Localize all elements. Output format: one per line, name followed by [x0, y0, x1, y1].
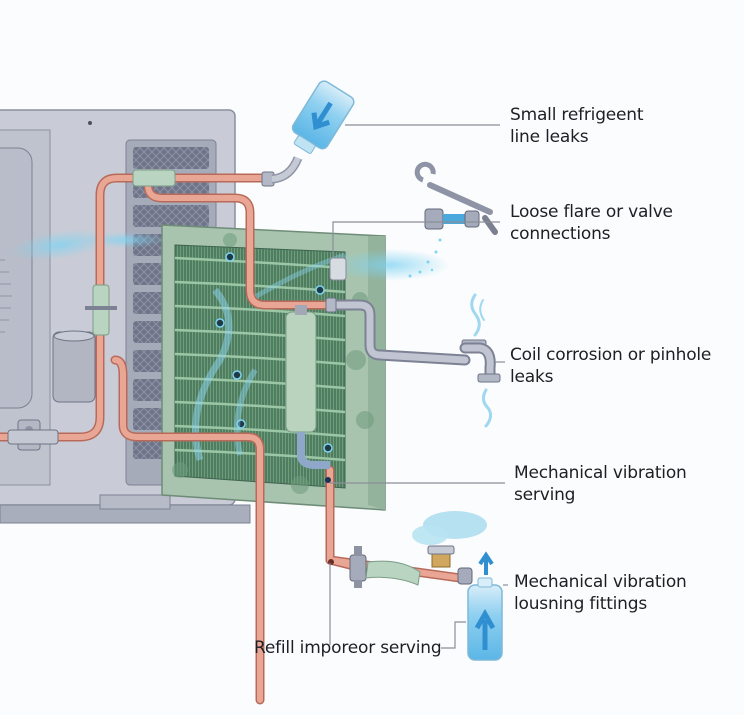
callout-mechanical-vibration-serving: Mechanical vibration serving — [514, 462, 687, 506]
callout-small-refrigerant-line-leaks: Small refrigeent line leaks — [510, 104, 644, 148]
left-service-valve — [7, 419, 59, 451]
callout-line: leaks — [510, 367, 554, 387]
service-valve-icon — [349, 545, 473, 588]
wrench-fitting-icon — [408, 161, 498, 278]
refrigerant-bottle-icon — [467, 551, 503, 661]
callout-refill-improper-serving: Refill imporeor serving — [254, 637, 442, 659]
callout-line: Mechanical vibration — [514, 572, 687, 592]
fan-icon — [0, 147, 33, 409]
faucet-drip-icon — [329, 293, 501, 428]
callout-line: Coil corrosion or pinhole — [510, 345, 712, 365]
compressor-tank — [52, 330, 96, 403]
refrigerant-bottle-pouring-icon — [291, 80, 355, 154]
pipe-joint-icon — [85, 156, 347, 565]
callout-line: serving — [514, 485, 576, 505]
callout-line: Small refrigeent — [510, 105, 644, 125]
callout-mechanical-vibration-loosening-fittings: Mechanical vibration lousning fittings — [514, 571, 687, 615]
callout-line: Loose flare or valve — [510, 202, 673, 222]
callout-line: lousning fittings — [514, 594, 648, 614]
callout-line: line leaks — [510, 127, 589, 147]
callout-coil-corrosion-pinhole-leaks: Coil corrosion or pinhole leaks — [510, 344, 711, 388]
callout-line: Refill imporeor serving — [254, 638, 442, 658]
leader-lines — [329, 124, 508, 649]
callout-loose-flare-valve-connections: Loose flare or valve connections — [510, 201, 673, 245]
callout-line: connections — [510, 224, 611, 244]
callout-line: Mechanical vibration — [514, 463, 687, 483]
